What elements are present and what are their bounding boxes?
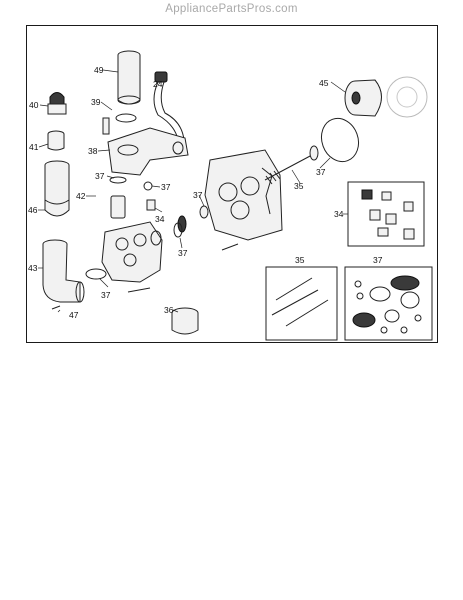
callout-37-b: 37 <box>101 290 111 300</box>
callout-37-g: 37 <box>373 255 383 265</box>
callout-47: 47 <box>69 310 79 320</box>
part-40-cap <box>47 92 67 115</box>
screw-near-39 <box>102 117 110 135</box>
part-49-tube <box>117 50 141 105</box>
callout-42: 42 <box>76 191 86 201</box>
part-42-pipe <box>44 160 70 217</box>
callout-24: 24 <box>153 79 163 89</box>
callout-43: 43 <box>28 263 38 273</box>
leader-lines <box>38 69 348 313</box>
callout-49: 49 <box>94 65 104 75</box>
callout-34-b: 34 <box>334 209 344 219</box>
part-47-screw <box>51 305 61 310</box>
part-39-o-ring <box>115 113 137 123</box>
kit-box-34 <box>347 181 425 247</box>
part-45-pulley <box>344 79 382 117</box>
small-ring-37 <box>143 181 153 191</box>
diagram-frame <box>26 25 438 343</box>
callout-39: 39 <box>91 97 101 107</box>
callout-35-a: 35 <box>294 181 304 191</box>
kit-box-37 <box>344 266 433 341</box>
part-41-bushing <box>47 130 65 151</box>
impeller-faded <box>386 76 428 118</box>
callout-38: 38 <box>88 146 98 156</box>
callout-37-a: 37 <box>95 171 105 181</box>
callout-37-d: 37 <box>193 190 203 200</box>
part-37-o-ring-lower <box>85 268 107 280</box>
bolt-middle <box>221 243 239 251</box>
callout-40: 40 <box>29 100 39 110</box>
part-24-sensor-wire <box>153 71 185 141</box>
part-36-nut <box>171 307 199 335</box>
bolt-lower <box>127 287 151 293</box>
callout-34-a: 34 <box>155 214 165 224</box>
part-37-large-ring <box>320 117 360 163</box>
pump-body <box>101 221 163 283</box>
valve-insert <box>109 176 127 219</box>
callout-46: 46 <box>28 205 38 215</box>
callout-45: 45 <box>319 78 329 88</box>
callout-37-c: 37 <box>161 182 171 192</box>
callout-36: 36 <box>164 305 174 315</box>
shaft-seal-stack <box>173 205 209 238</box>
callout-41: 41 <box>29 142 39 152</box>
kit-box-35 <box>265 266 338 341</box>
part-38-housing <box>107 127 189 176</box>
callout-37-e: 37 <box>178 248 188 258</box>
callout-35-b: 35 <box>295 255 305 265</box>
site-watermark: AppliancePartsPros.com <box>165 3 298 15</box>
callout-37-f: 37 <box>316 167 326 177</box>
part-35-shaft <box>264 145 319 185</box>
gearbox-housing <box>204 149 283 241</box>
part-43-elbow-tube <box>42 239 85 303</box>
small-valve-34 <box>146 199 156 211</box>
